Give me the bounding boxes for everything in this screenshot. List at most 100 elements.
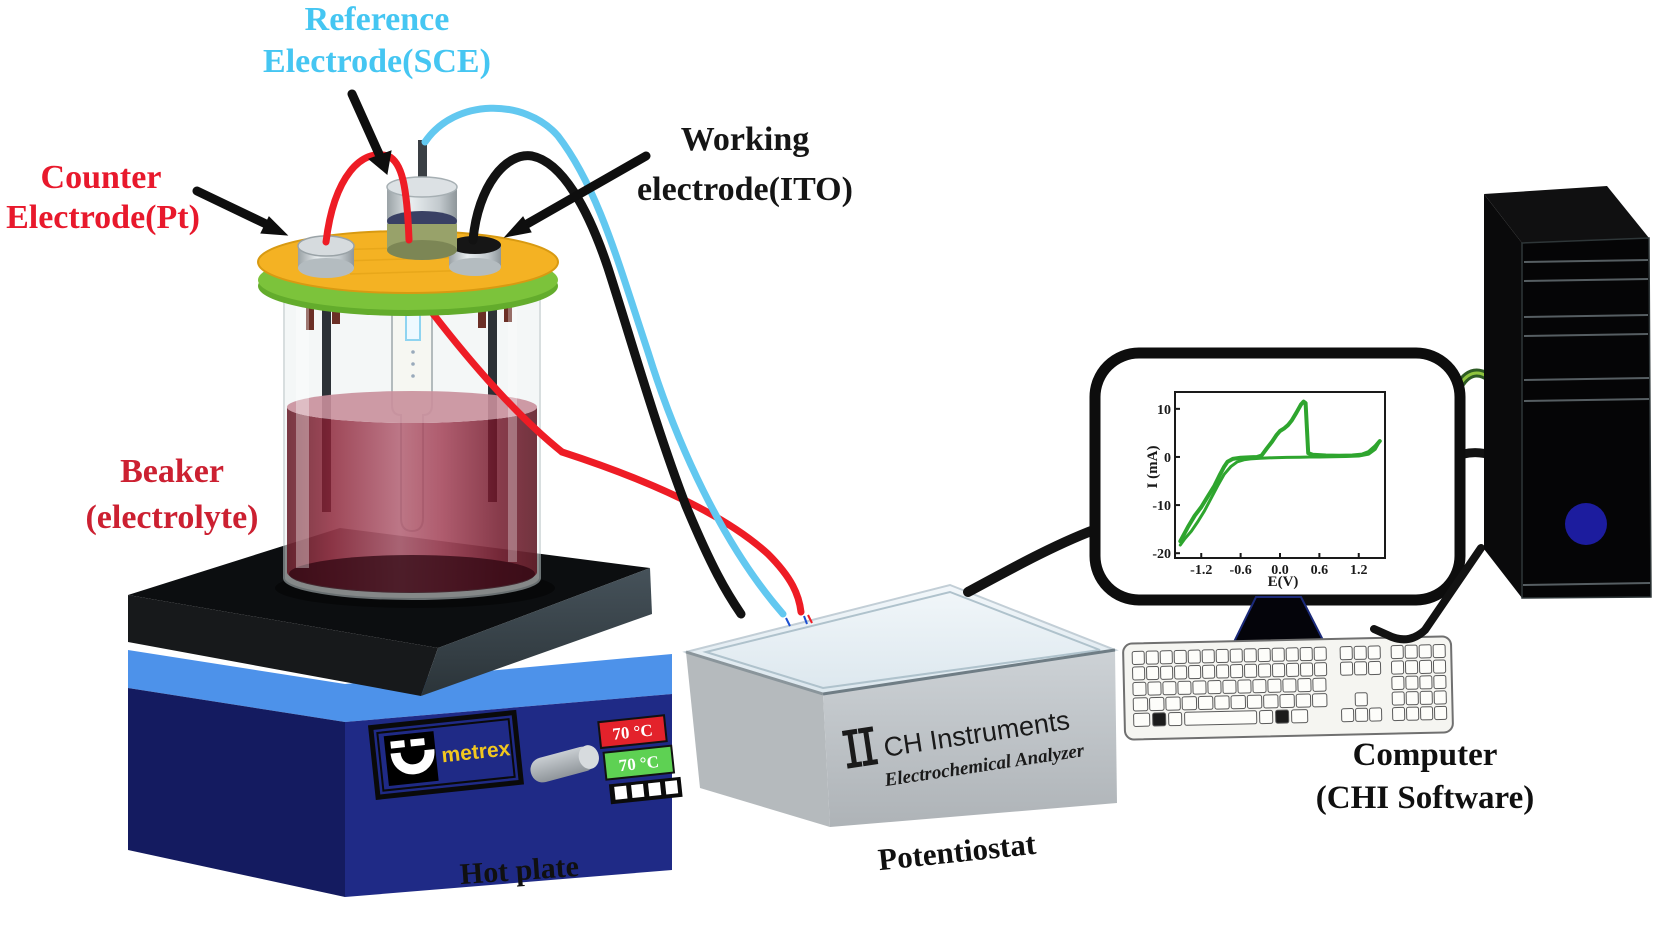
keyboard-key[interactable] [1230, 664, 1244, 679]
keyboard-key[interactable] [1149, 696, 1165, 712]
keyboard-key[interactable] [1271, 663, 1286, 678]
keyboard-key[interactable] [1177, 680, 1192, 695]
keyboard-key[interactable] [1147, 681, 1162, 696]
keyboard-key[interactable] [1132, 697, 1149, 712]
keyboard-key[interactable] [1313, 662, 1328, 677]
keyboard-key[interactable] [1132, 681, 1147, 696]
keyboard-key[interactable] [1433, 674, 1447, 690]
keyboard-key[interactable] [1341, 708, 1355, 723]
keyboard-key[interactable] [1243, 663, 1258, 678]
keyboard-key[interactable] [1355, 707, 1369, 722]
keyboard-key[interactable] [1419, 675, 1433, 690]
keyboard-key[interactable] [1291, 709, 1309, 724]
keyboard[interactable] [1122, 635, 1454, 741]
keyboard-key[interactable] [1390, 644, 1404, 660]
keyboard-key[interactable] [1267, 678, 1282, 693]
reference-electrode-body [386, 140, 458, 260]
keyboard-key[interactable] [1313, 646, 1327, 661]
hot-plate-knob[interactable] [528, 743, 602, 785]
keyboard-key[interactable] [1285, 662, 1300, 677]
keyboard-key[interactable] [1391, 675, 1405, 691]
keyboard-key[interactable] [1279, 693, 1295, 709]
keyboard-key[interactable] [1146, 665, 1160, 681]
keyboard-key[interactable] [1433, 690, 1447, 705]
keyboard-key[interactable] [1354, 692, 1368, 707]
keyboard-key[interactable] [1252, 679, 1267, 694]
keyboard-key[interactable] [1187, 649, 1201, 664]
keyboard-key[interactable] [1159, 650, 1173, 665]
keyboard-key[interactable] [1246, 694, 1263, 709]
keyboard-key[interactable] [1257, 663, 1272, 678]
keyboard-key[interactable] [1285, 647, 1299, 662]
keyboard-key[interactable] [1404, 660, 1419, 675]
keyboard-key[interactable] [1299, 646, 1313, 662]
keyboard-key[interactable] [1243, 648, 1257, 663]
keyboard-key[interactable] [1230, 694, 1247, 710]
display-button[interactable] [614, 785, 628, 800]
keyboard-key[interactable] [1367, 660, 1382, 676]
keyboard-key[interactable] [1282, 678, 1297, 693]
x-axis-label: E(V) [1268, 574, 1299, 590]
keyboard-key[interactable] [1295, 693, 1312, 708]
keyboard-key[interactable] [1197, 695, 1214, 710]
keyboard-key[interactable] [1257, 647, 1271, 663]
keyboard-key[interactable] [1418, 659, 1433, 674]
keyboard-key[interactable] [1418, 644, 1432, 659]
keyboard-key[interactable] [1297, 678, 1312, 693]
arrow-counter [192, 186, 271, 229]
keyboard-key[interactable] [1367, 645, 1381, 660]
keyboard-key[interactable] [1392, 706, 1406, 722]
keyboard-key[interactable] [1405, 675, 1419, 690]
keyboard-key[interactable] [1275, 709, 1290, 724]
keyboard-key[interactable] [1229, 648, 1243, 663]
keyboard-key[interactable] [1132, 666, 1146, 681]
keyboard-key[interactable] [1420, 706, 1434, 721]
keyboard-key[interactable] [1174, 665, 1188, 680]
keyboard-key[interactable] [1404, 644, 1418, 659]
keyboard-key[interactable] [1353, 645, 1367, 660]
keyboard-key[interactable] [1181, 696, 1198, 711]
keyboard-key[interactable] [1165, 696, 1181, 711]
keyboard-key[interactable] [1339, 661, 1354, 676]
keyboard-key[interactable] [1405, 691, 1419, 706]
keyboard-key[interactable] [1184, 710, 1258, 726]
keyboard-key[interactable] [1432, 643, 1446, 659]
keyboard-key[interactable] [1188, 665, 1202, 680]
display-button[interactable] [631, 783, 645, 799]
keyboard-key[interactable] [1152, 712, 1167, 727]
keyboard-key[interactable] [1369, 707, 1383, 722]
keyboard-key[interactable] [1263, 694, 1279, 709]
keyboard-key[interactable] [1207, 680, 1222, 695]
keyboard-key[interactable] [1339, 646, 1353, 661]
keyboard-key[interactable] [1311, 693, 1328, 708]
keyboard-key[interactable] [1214, 695, 1230, 710]
keyboard-key[interactable] [1299, 662, 1314, 677]
keyboard-key[interactable] [1222, 679, 1237, 694]
keyboard-key[interactable] [1259, 709, 1274, 725]
keyboard-key[interactable] [1390, 660, 1405, 675]
keyboard-key[interactable] [1192, 680, 1207, 695]
keyboard-key[interactable] [1406, 706, 1420, 721]
keyboard-key[interactable] [1432, 659, 1447, 674]
display-button[interactable] [664, 780, 679, 795]
keyboard-key[interactable] [1160, 665, 1174, 680]
keyboard-key[interactable] [1391, 691, 1405, 706]
keyboard-key[interactable] [1353, 661, 1368, 676]
keyboard-key[interactable] [1215, 648, 1229, 664]
keyboard-key[interactable] [1145, 650, 1159, 665]
keyboard-key[interactable] [1168, 711, 1183, 727]
keyboard-key[interactable] [1131, 650, 1145, 665]
keyboard-key[interactable] [1173, 649, 1187, 665]
keyboard-key[interactable] [1201, 649, 1215, 664]
keyboard-key[interactable] [1271, 647, 1285, 662]
display-button[interactable] [648, 782, 662, 797]
power-button[interactable] [1565, 503, 1607, 545]
keyboard-key[interactable] [1216, 664, 1230, 679]
keyboard-key[interactable] [1202, 664, 1216, 679]
keyboard-key[interactable] [1162, 681, 1177, 696]
keyboard-key[interactable] [1419, 690, 1433, 705]
keyboard-key[interactable] [1237, 679, 1252, 694]
keyboard-key[interactable] [1133, 712, 1151, 727]
keyboard-key[interactable] [1312, 677, 1327, 692]
keyboard-key[interactable] [1434, 705, 1448, 721]
